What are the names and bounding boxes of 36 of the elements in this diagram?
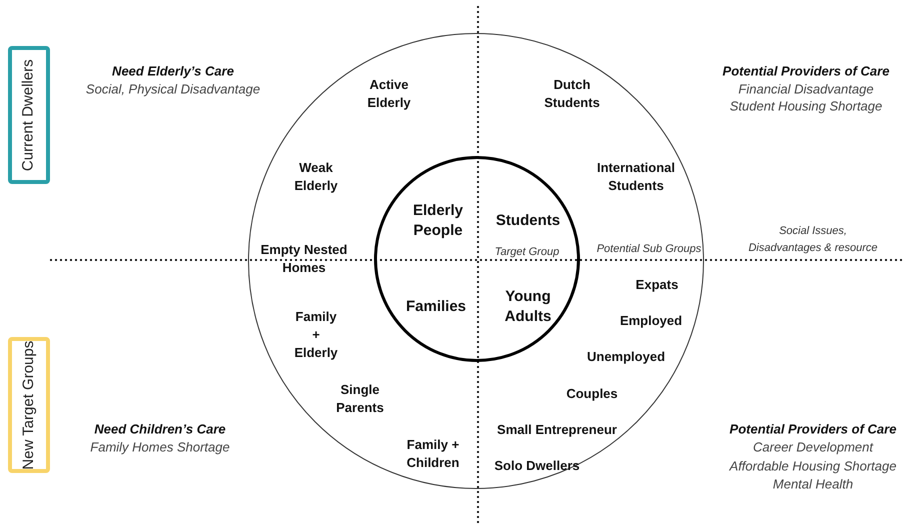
heading-text: Need Elderly’s Care <box>112 62 234 80</box>
category-box <box>8 337 50 473</box>
category-label: Current Dwellers <box>18 59 38 171</box>
subgroup-label: Weak Elderly <box>293 159 339 195</box>
note-text: Student Housing Shortage <box>730 97 882 116</box>
heading-text: Need Children’s Care <box>94 420 226 438</box>
group-label: Elderly People <box>412 201 464 241</box>
note-text: Affordable Housing Shortage <box>730 457 896 476</box>
subgroup-label: Family + Children <box>406 436 460 472</box>
heading-text: Potential Providers of Care <box>730 420 896 438</box>
subgroup-label: Family + Elderly <box>293 308 339 362</box>
subgroup-label: Unemployed <box>587 348 665 366</box>
group-label: Families <box>406 297 466 317</box>
subgroup-label: Employed <box>620 312 682 330</box>
caption-text: Target Group <box>494 244 560 260</box>
caption-text: Potential Sub Groups <box>596 242 702 257</box>
note-text: Career Development <box>753 438 873 456</box>
subgroup-label: Solo Dwellers <box>494 457 580 475</box>
note-text: Financial Disadvantage <box>738 80 874 98</box>
subgroup-label: Empty Nested Homes <box>260 241 348 277</box>
note-text: Social Issues, Disadvantages & resource <box>747 224 878 256</box>
category-box <box>8 46 50 184</box>
note-text: Social, Physical Disadvantage <box>86 80 260 98</box>
subgroup-label: Single Parents <box>335 381 385 417</box>
subgroup-label: Active Elderly <box>366 76 412 112</box>
subgroup-label: International Students <box>596 159 676 195</box>
note-text: Mental Health <box>772 475 854 494</box>
group-label: Students <box>496 211 560 231</box>
heading-text: Potential Providers of Care <box>722 62 890 80</box>
subgroup-label: Dutch Students <box>543 76 601 112</box>
subgroup-label: Couples <box>566 385 618 403</box>
note-text: Family Homes Shortage <box>90 438 230 456</box>
subgroup-label: Expats <box>636 276 678 294</box>
group-label: Young Adults <box>504 287 552 327</box>
subgroup-label: Small Entrepreneur <box>497 421 617 439</box>
category-label: New Target Groups <box>18 340 38 470</box>
